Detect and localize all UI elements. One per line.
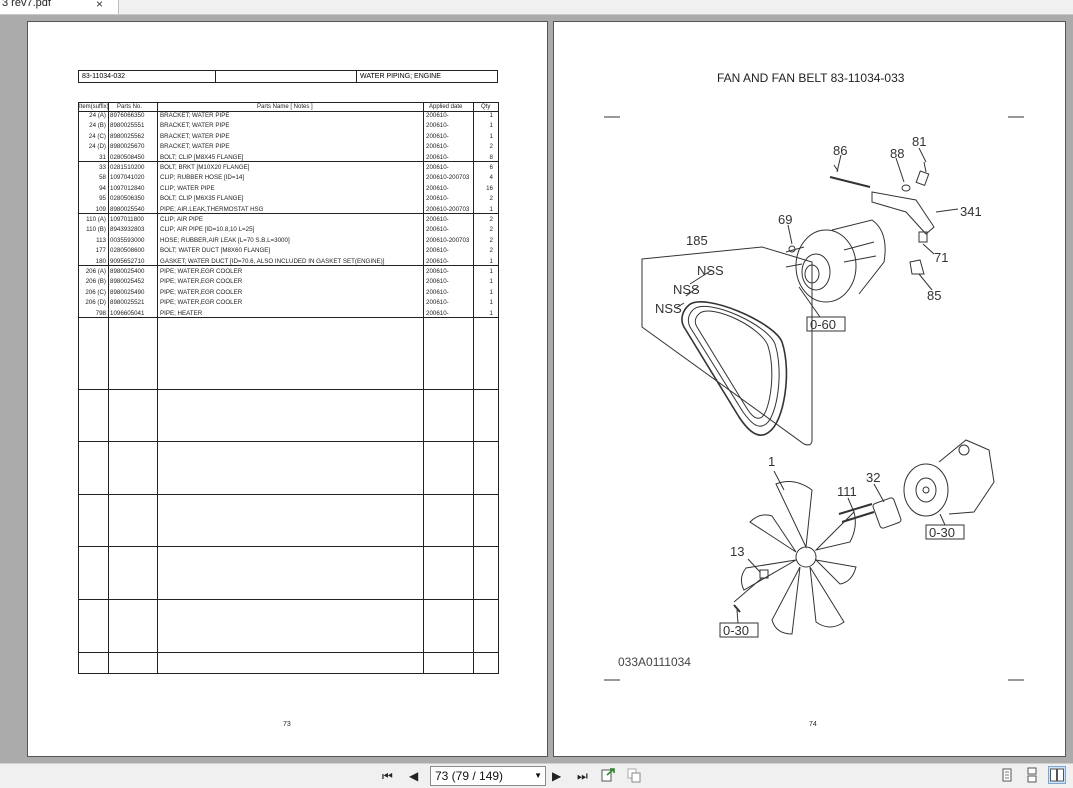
bolt-86-drawing [829,176,871,188]
close-tab-icon[interactable]: × [96,0,104,11]
page-select[interactable]: 73 (79 / 149) ▼ [430,766,546,786]
washer-69-drawing [788,245,796,253]
next-page-button[interactable]: ▶ [552,769,562,783]
bolt-111-drawing [838,503,873,515]
callout-81: 81 [912,134,926,149]
continuous-view-icon[interactable] [1024,767,1040,783]
callout-111: 111 [837,484,857,499]
page-select-value: 73 (79 / 149) [435,769,504,783]
fan-spacer-drawing [872,497,902,529]
clip-85-drawing [909,259,925,275]
tab-bar: 3 rev7.pdf × [0,0,1073,15]
section-code: 83-11034-032 [78,70,216,83]
col-item-header: Item(suffix) [79,104,109,110]
ref-box-060 [806,316,846,332]
section-title: WATER PIPING; ENGINE [356,70,498,83]
chevron-down-icon: ▼ [534,771,542,780]
copy-page-icon[interactable] [626,767,642,783]
page-number: 74 [809,721,817,728]
page-number: 73 [283,721,291,728]
parts-diagram: 86 88 81 341 69 71 85 185 NSS NSS NSS 0-… [604,116,1024,681]
washer-88-drawing [901,184,911,192]
diagram-title: FAN AND FAN BELT 83-11034-033 [717,71,905,85]
callout-86: 86 [833,143,847,158]
document-viewer[interactable]: 83-11034-032 WATER PIPING; ENGINE Item(s… [0,15,1073,763]
page-74: FAN AND FAN BELT 83-11034-033 [553,21,1066,757]
water-pump-drawing [903,439,995,517]
parts-list-header: 83-11034-032 WATER PIPING; ENGINE [78,70,498,83]
previous-page-button[interactable]: ◀ [409,769,419,783]
export-page-icon[interactable] [600,767,616,783]
col-qty-header: Qty [481,104,491,110]
ref-060: 0-60 [810,317,836,332]
callout-185: 185 [686,233,708,248]
callout-nss-2: NSS [673,282,700,297]
callout-341: 341 [960,204,982,219]
bolt-81-drawing [915,170,930,186]
nut-13-drawing [759,569,769,579]
parts-table: Item(suffix) Parts No. Parts Name [ Note… [78,102,499,674]
two-page-view-icon[interactable] [1048,766,1066,784]
callout-88: 88 [890,146,904,161]
single-page-view-icon[interactable] [999,767,1015,783]
navigation-toolbar: ⏮ ◀ 73 (79 / 149) ▼ ▶ ⏭ [0,763,1073,788]
first-page-button[interactable]: ⏮ [382,769,393,783]
cooling-fan-drawing [740,481,857,635]
callout-32: 32 [866,470,880,485]
fan-belt-drawing [681,301,788,436]
callout-85: 85 [927,288,941,303]
ref-030-a: 0-30 [723,623,749,638]
callout-1: 1 [768,454,775,469]
document-tab[interactable]: 3 rev7.pdf × [0,0,119,14]
col-partno-header: Parts No. [117,104,143,110]
callout-nss-3: NSS [655,301,682,316]
header-blank [215,70,357,83]
callout-nss-1: NSS [697,263,724,278]
document-tab-title: 3 rev7.pdf [2,0,51,9]
belt-group-frame [641,246,813,446]
bolt-71-drawing [918,231,928,243]
callout-69: 69 [778,212,792,227]
callout-71: 71 [934,250,948,265]
col-name-header: Parts Name [ Notes ] [257,104,313,110]
col-date-header: Applied date [429,104,463,110]
adjusting-bracket-drawing [871,191,935,235]
callout-13: 13 [730,544,744,559]
page-73: 83-11034-032 WATER PIPING; ENGINE Item(s… [27,21,548,757]
drawing-code: 033A0111034 [618,655,691,669]
ref-030-b: 0-30 [929,525,955,540]
last-page-button[interactable]: ⏭ [577,769,588,783]
ref-box-030-a [719,622,759,638]
